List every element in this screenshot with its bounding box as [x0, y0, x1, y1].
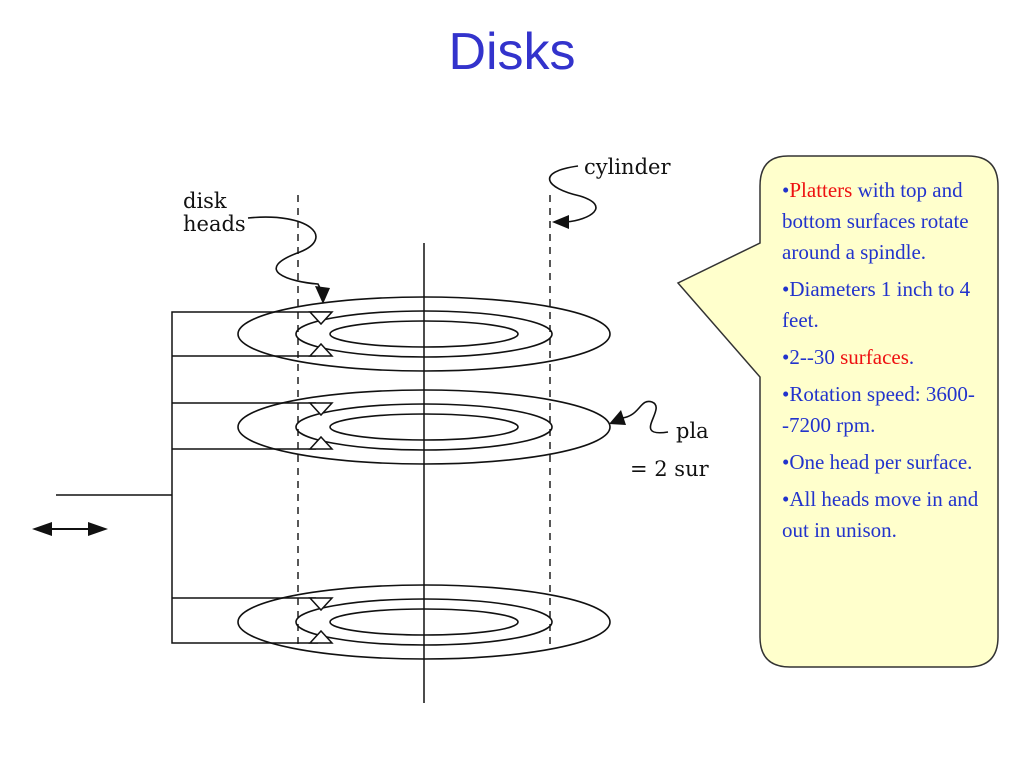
label-platter: pla: [676, 419, 709, 443]
cylinder-lines: [297, 195, 551, 650]
disk-heads-arrowhead: [315, 286, 330, 304]
highlight-term: Platters: [789, 178, 853, 202]
disk-heads-pointer: [247, 216, 323, 293]
bullet-text: .: [908, 345, 915, 369]
cylinder-pointer: [548, 165, 597, 223]
callout-shape: [676, 155, 999, 668]
platter-bottom: [237, 584, 611, 660]
head-arm-assembly: [56, 311, 330, 644]
label-platter-surfaces: = 2 sur: [630, 457, 710, 481]
highlight-term: surfaces: [840, 345, 909, 369]
platter-top: [237, 296, 611, 372]
callout-bullet: •Diameters 1 inch to 4 feet.: [782, 274, 982, 336]
callout-bullet: •One head per surface.: [782, 447, 982, 478]
arm-motion-arrow: [32, 522, 108, 536]
slide-title: Disks: [448, 23, 576, 81]
cylinder-arrowhead: [552, 215, 569, 229]
bullet-text: •One head per surface.: [782, 450, 973, 474]
read-write-heads: [308, 311, 334, 644]
disk-diagram: disk heads cylinder pla = 2 sur: [32, 155, 710, 703]
label-cylinder: cylinder: [584, 155, 671, 179]
callout-box: •Platters with top and bottom surfaces r…: [676, 155, 1000, 670]
bullet-text: •2--30: [782, 345, 841, 369]
label-disk: disk: [183, 189, 227, 213]
callout-bullets: •Platters with top and bottom surfaces r…: [782, 175, 982, 552]
bullet-text: •: [782, 178, 790, 202]
bullet-text: with top and bottom surfaces rotate arou…: [782, 178, 969, 264]
callout-bullet: •Platters with top and bottom surfaces r…: [782, 175, 982, 268]
platter-pointer: [621, 400, 669, 434]
bullet-text: •Rotation speed: 3600--7200 rpm.: [782, 382, 975, 437]
label-heads: heads: [183, 212, 246, 236]
callout-bullet: •All heads move in and out in unison.: [782, 484, 982, 546]
bullet-text: •All heads move in and out in unison.: [782, 487, 979, 542]
callout-bullet: •2--30 surfaces.: [782, 342, 982, 373]
platter-middle: [237, 389, 611, 465]
bullet-text: •Diameters 1 inch to 4 feet.: [782, 277, 971, 332]
callout-bullet: •Rotation speed: 3600--7200 rpm.: [782, 379, 982, 441]
platter-arrowhead: [609, 410, 626, 425]
